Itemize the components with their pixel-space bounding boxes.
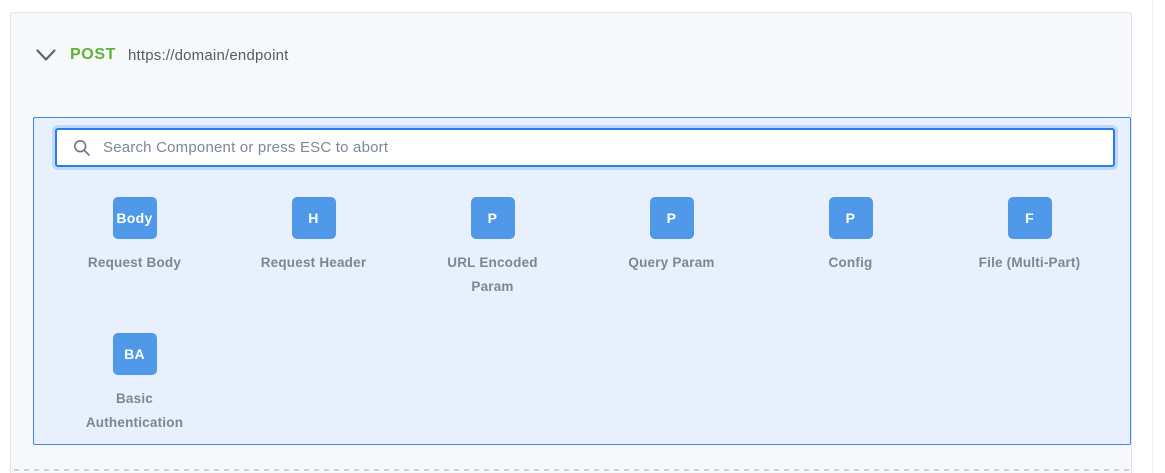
- component-badge-icon: P: [828, 197, 873, 239]
- http-method-label: POST: [70, 46, 116, 63]
- component-label: Query Param: [628, 255, 715, 270]
- component-badge-icon: P: [470, 197, 515, 239]
- component-label: URL Encoded Param: [447, 255, 538, 294]
- component-search-panel: Body Request Body H Request Header P URL…: [33, 117, 1131, 445]
- request-header-row: POST https://domain/endpoint: [36, 46, 289, 64]
- component-badge-text: H: [308, 210, 319, 226]
- component-label: Request Body: [87, 255, 182, 270]
- component-badge-text: Body: [116, 210, 153, 226]
- drop-zone-divider: [14, 469, 1130, 471]
- component-item[interactable]: BA Basic Authentication: [45, 333, 224, 435]
- chevron-down-icon[interactable]: [36, 48, 56, 62]
- component-item[interactable]: P Query Param: [582, 197, 761, 299]
- component-item[interactable]: P URL Encoded Param: [403, 197, 582, 299]
- component-label: File (Multi-Part): [978, 255, 1081, 270]
- search-box: [55, 128, 1115, 167]
- request-card: POST https://domain/endpoint Body Reques…: [10, 12, 1132, 473]
- component-badge-text: P: [666, 210, 677, 226]
- component-badge-icon: Body: [112, 197, 157, 239]
- component-label: Request Header: [260, 255, 367, 270]
- component-grid: Body Request Body H Request Header P URL…: [45, 197, 1119, 435]
- component-label: Config: [828, 255, 873, 270]
- component-item[interactable]: Body Request Body: [45, 197, 224, 299]
- component-badge-icon: P: [649, 197, 694, 239]
- component-badge-icon: H: [291, 197, 336, 239]
- search-icon: [73, 139, 91, 157]
- component-badge-text: F: [1025, 210, 1034, 226]
- component-badge-icon: F: [1007, 197, 1052, 239]
- endpoint-url: https://domain/endpoint: [127, 46, 289, 64]
- component-badge-text: BA: [124, 346, 145, 362]
- component-item[interactable]: H Request Header: [224, 197, 403, 299]
- component-item[interactable]: P Config: [761, 197, 940, 299]
- component-badge-text: P: [487, 210, 498, 226]
- component-item[interactable]: F File (Multi-Part): [940, 197, 1119, 299]
- component-badge-icon: BA: [112, 333, 157, 375]
- component-badge-text: P: [845, 210, 856, 226]
- search-input[interactable]: [103, 139, 1099, 156]
- page-right-divider: [1152, 0, 1153, 473]
- component-label: Basic Authentication: [85, 391, 184, 430]
